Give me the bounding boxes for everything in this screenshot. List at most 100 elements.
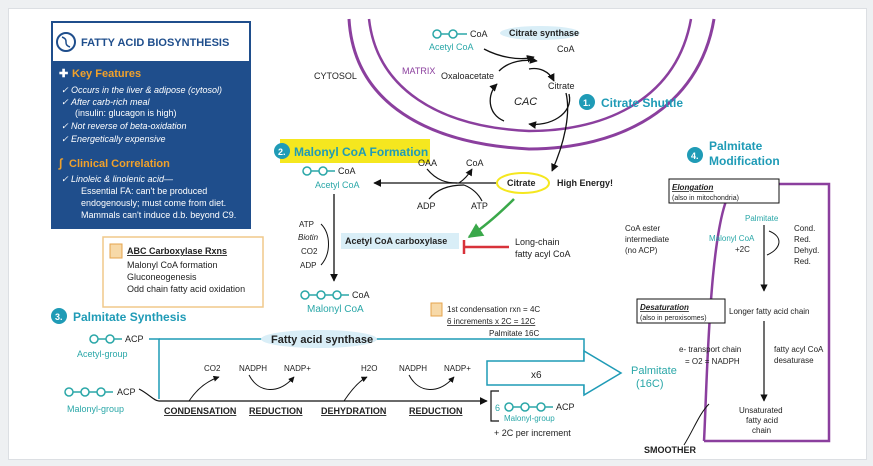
- step-reduction: REDUCTION: [409, 406, 463, 416]
- key-features-title: Key Features: [72, 68, 141, 80]
- step-condensation: CONDENSATION: [164, 406, 236, 416]
- coa-released-label: CoA: [557, 44, 575, 54]
- nadph-arrow: [408, 374, 455, 390]
- abc-box-border: [102, 236, 264, 308]
- enzyme-highlight: [341, 233, 459, 249]
- cofactor-curve: [320, 223, 329, 266]
- increment-count: 6: [495, 403, 500, 413]
- acc-enzyme-label: Acetyl CoA carboxylase: [345, 236, 447, 246]
- malonyl-entry: [138, 388, 160, 402]
- desaturation-box: [636, 298, 726, 324]
- ester-label: intermediate: [625, 235, 670, 244]
- section2-badge: [274, 143, 290, 159]
- step-reduction: REDUCTION: [249, 406, 303, 416]
- atp-input: ATP: [299, 220, 314, 229]
- nadp-label: NADP+: [444, 364, 471, 373]
- citrate-highlight: [496, 172, 550, 194]
- elongation-label: Elongation: [672, 183, 713, 192]
- palmitate-label: Palmitate: [745, 214, 779, 223]
- clinical-item: Mammals can't induce d.b. beyond C9.: [81, 210, 236, 220]
- carbon-node: [520, 402, 530, 412]
- ester-label: (no ACP): [625, 246, 658, 255]
- ester-label: CoA ester: [625, 224, 660, 233]
- coa-label: CoA: [352, 290, 370, 300]
- coa-label: CoA: [338, 166, 356, 176]
- co2-arrow: [188, 375, 220, 402]
- outer-membrane: [347, 18, 716, 151]
- arrow-atp-adp: [428, 184, 465, 200]
- acetyl-coa-label: Acetyl CoA: [315, 180, 360, 190]
- increment-bracket: [490, 390, 499, 422]
- enzyme-highlight: [261, 330, 377, 348]
- h2o-label: H2O: [361, 364, 377, 373]
- co2-input: CO2: [301, 247, 318, 256]
- nadph-label: NADPH: [239, 364, 267, 373]
- section1-title: Citrate Shuttle: [601, 96, 683, 110]
- nadp-label: NADP+: [284, 364, 311, 373]
- elong-step: Red.: [794, 235, 811, 244]
- acetyl-coa-label: Acetyl CoA: [429, 42, 474, 52]
- arrow-coa-split: [458, 168, 473, 184]
- carbon-node: [316, 290, 326, 300]
- feature-item: Not reverse of beta-oxidation: [71, 121, 187, 131]
- section1-num: 1.: [583, 98, 591, 108]
- notes-icon: [430, 302, 443, 317]
- inhibitor-label: fatty acyl CoA: [515, 249, 571, 259]
- inhibitor-label: Long-chain: [515, 237, 560, 247]
- carbon-node: [432, 29, 442, 39]
- notes-icon: [109, 243, 123, 259]
- nadph-arrow: [248, 374, 295, 390]
- carbon-node: [89, 334, 99, 344]
- smoother-pointer: [683, 403, 710, 446]
- arrow-oaa: [498, 56, 538, 72]
- adp-label: ADP: [417, 201, 436, 211]
- check-icon: ✓: [61, 121, 69, 131]
- carbon-node: [332, 290, 342, 300]
- palmitate-synthesis: 3. Palmitate Synthesis ACP Acetyl-group …: [51, 302, 677, 438]
- key-features-box: FATTY ACID BIOSYNTHESIS ✚ Key Features ✓…: [51, 21, 251, 229]
- elong-step: Red.: [794, 257, 811, 266]
- arrow-oaa-split: [426, 168, 458, 184]
- oaa-label: OAA: [418, 158, 437, 168]
- enzyme-highlight: [500, 26, 580, 40]
- unsaturated-label: Unsaturated: [739, 406, 783, 415]
- arrow-to-citrate: [528, 67, 555, 82]
- section4-num: 4.: [691, 151, 699, 161]
- diagram-canvas: FATTY ACID BIOSYNTHESIS ✚ Key Features ✓…: [8, 8, 867, 460]
- desaturase-label: desaturase: [774, 356, 814, 365]
- arrow-atp-in: [463, 184, 483, 202]
- adp-output: ADP: [300, 261, 316, 270]
- h2o-arrow: [343, 376, 368, 402]
- unsaturated-label: chain: [752, 426, 771, 435]
- plus-icon: ✚: [59, 68, 68, 80]
- acp-label: ACP: [117, 387, 136, 397]
- co2-label: CO2: [204, 364, 221, 373]
- cytosol-label: CYTOSOL: [314, 71, 357, 81]
- oxaloacetate-label: Oxaloacetate: [441, 71, 494, 81]
- synthase-bracket: [149, 338, 160, 399]
- palmitate-product: Palmitate: [631, 365, 677, 377]
- key-box-header: [53, 23, 249, 61]
- section2-title: Malonyl CoA Formation: [294, 145, 428, 159]
- malonyl-group-label: Malonyl-group: [504, 414, 555, 423]
- feature-item: (insulin: glucagon is high): [75, 108, 177, 118]
- check-icon: ✓: [61, 97, 69, 107]
- biotin-input: Biotin: [298, 233, 319, 242]
- malonyl-coa-formation: 2. Malonyl CoA Formation CoA Acetyl CoA …: [274, 139, 613, 315]
- abc-item: Odd chain fatty acid oxidation: [127, 284, 245, 294]
- arrow-citrate-out: [551, 92, 569, 172]
- increment-note: + 2C per increment: [494, 428, 571, 438]
- section4-title: Modification: [709, 154, 780, 168]
- high-energy-label: High Energy!: [557, 178, 613, 188]
- check-icon: ✓: [61, 134, 69, 144]
- arrow-cac: [528, 93, 571, 129]
- feature-item: Occurs in the liver & adipose (cytosol): [71, 85, 222, 95]
- malonyl-group-label: Malonyl-group: [67, 404, 124, 414]
- citrate-shuttle: CoA Acetyl CoA Citrate synthase CoA Oxal…: [429, 26, 683, 172]
- section1-badge: [579, 94, 595, 110]
- acetyl-group-label: Acetyl-group: [77, 349, 128, 359]
- palmitate-note: Palmitate 16C: [489, 329, 539, 338]
- abc-item: Malonyl CoA formation: [127, 260, 218, 270]
- citrate-label: Citrate: [548, 81, 575, 91]
- matrix-label: MATRIX: [402, 66, 435, 76]
